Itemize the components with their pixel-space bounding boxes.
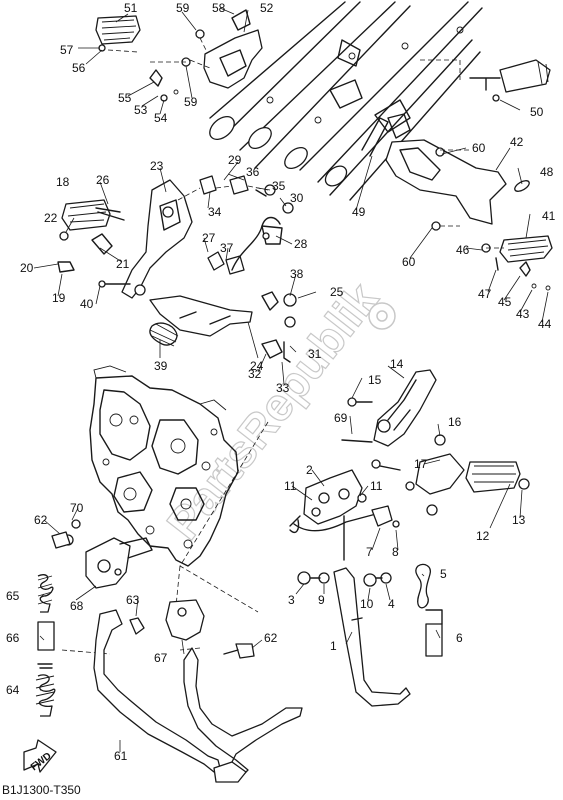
callout-54: 54 bbox=[154, 111, 168, 125]
callout-59: 59 bbox=[176, 1, 190, 15]
callout-27: 27 bbox=[202, 231, 216, 245]
leader-lines bbox=[33, 7, 549, 752]
callout-labels: 51 59 58 52 57 56 55 53 54 59 50 60 42 4… bbox=[6, 1, 556, 763]
frame-rails bbox=[209, 1, 483, 201]
callout-7: 7 bbox=[366, 545, 373, 559]
callout-26: 26 bbox=[96, 173, 110, 187]
callout-66: 66 bbox=[6, 631, 20, 645]
callout-52: 52 bbox=[260, 1, 274, 15]
callout-2: 2 bbox=[306, 463, 313, 477]
callout-28: 28 bbox=[294, 237, 308, 251]
callout-48: 48 bbox=[540, 165, 554, 179]
callout-58: 58 bbox=[212, 1, 226, 15]
callout-68: 68 bbox=[70, 599, 84, 613]
callout-62b: 62 bbox=[264, 631, 278, 645]
callout-62a: 62 bbox=[34, 513, 48, 527]
callout-53: 53 bbox=[134, 103, 148, 117]
callout-56: 56 bbox=[72, 61, 86, 75]
callout-60b: 60 bbox=[402, 255, 416, 269]
callout-1: 1 bbox=[330, 639, 337, 653]
gear-logo-icon bbox=[368, 302, 396, 330]
callout-60a: 60 bbox=[472, 141, 486, 155]
callout-9: 9 bbox=[318, 593, 325, 607]
callout-31: 31 bbox=[308, 347, 322, 361]
callout-4: 4 bbox=[388, 597, 395, 611]
passenger-footrest-lower bbox=[341, 369, 530, 516]
callout-17: 17 bbox=[414, 457, 428, 471]
callout-11b: 11 bbox=[370, 479, 383, 493]
brake-pedal-assembly bbox=[57, 179, 297, 363]
rider-footrest-upper bbox=[95, 9, 263, 102]
callout-3: 3 bbox=[288, 593, 295, 607]
callout-47: 47 bbox=[478, 287, 492, 301]
callout-44: 44 bbox=[538, 317, 552, 331]
callout-20: 20 bbox=[20, 261, 34, 275]
callout-70: 70 bbox=[70, 501, 84, 515]
callout-41: 41 bbox=[542, 209, 556, 223]
callout-38: 38 bbox=[290, 267, 304, 281]
callout-49: 49 bbox=[352, 205, 366, 219]
callout-39: 39 bbox=[154, 359, 168, 373]
callout-21: 21 bbox=[116, 257, 130, 271]
callout-10: 10 bbox=[360, 597, 374, 611]
callout-43: 43 bbox=[516, 307, 530, 321]
callout-24: 24 bbox=[250, 359, 264, 373]
callout-32: 32 bbox=[248, 367, 262, 381]
callout-19: 19 bbox=[52, 291, 66, 305]
callout-63: 63 bbox=[126, 593, 140, 607]
callout-55: 55 bbox=[118, 91, 132, 105]
callout-57: 57 bbox=[60, 43, 74, 57]
callout-12: 12 bbox=[476, 529, 490, 543]
callout-40: 40 bbox=[80, 297, 94, 311]
callout-69: 69 bbox=[334, 411, 348, 425]
forward-arrow-icon: FWD bbox=[23, 739, 57, 773]
centerstand-assembly bbox=[35, 519, 303, 783]
callout-8: 8 bbox=[392, 545, 399, 559]
callout-22: 22 bbox=[44, 211, 58, 225]
brake-switch-wiring bbox=[177, 175, 294, 275]
engine-crankcase bbox=[89, 365, 239, 567]
callout-45: 45 bbox=[498, 295, 512, 309]
callout-23: 23 bbox=[150, 159, 164, 173]
callout-50: 50 bbox=[530, 105, 544, 119]
callout-34: 34 bbox=[208, 205, 222, 219]
callout-64: 64 bbox=[6, 683, 20, 697]
callout-35: 35 bbox=[272, 179, 286, 193]
callout-59b: 59 bbox=[184, 95, 198, 109]
callout-36: 36 bbox=[246, 165, 260, 179]
callout-13: 13 bbox=[512, 513, 526, 527]
callout-37: 37 bbox=[220, 241, 234, 255]
callout-14: 14 bbox=[390, 357, 404, 371]
callout-46: 46 bbox=[456, 243, 470, 257]
sidestand-assembly bbox=[289, 469, 443, 707]
callout-5: 5 bbox=[440, 567, 447, 581]
callout-61: 61 bbox=[114, 749, 128, 763]
callout-65: 65 bbox=[6, 589, 20, 603]
passenger-footrest-bracket bbox=[361, 59, 553, 291]
callout-6: 6 bbox=[456, 631, 463, 645]
callout-25: 25 bbox=[330, 285, 344, 299]
callout-11a: 11 bbox=[284, 479, 297, 493]
callout-16: 16 bbox=[448, 415, 462, 429]
diagram-code: B1J1300-T350 bbox=[2, 783, 81, 797]
callout-67: 67 bbox=[154, 651, 168, 665]
callout-42: 42 bbox=[510, 135, 524, 149]
callout-30: 30 bbox=[290, 191, 304, 205]
callout-29: 29 bbox=[228, 153, 242, 167]
callout-15: 15 bbox=[368, 373, 382, 387]
callout-51: 51 bbox=[124, 1, 138, 15]
callout-33: 33 bbox=[276, 381, 290, 395]
callout-18: 18 bbox=[56, 175, 70, 189]
